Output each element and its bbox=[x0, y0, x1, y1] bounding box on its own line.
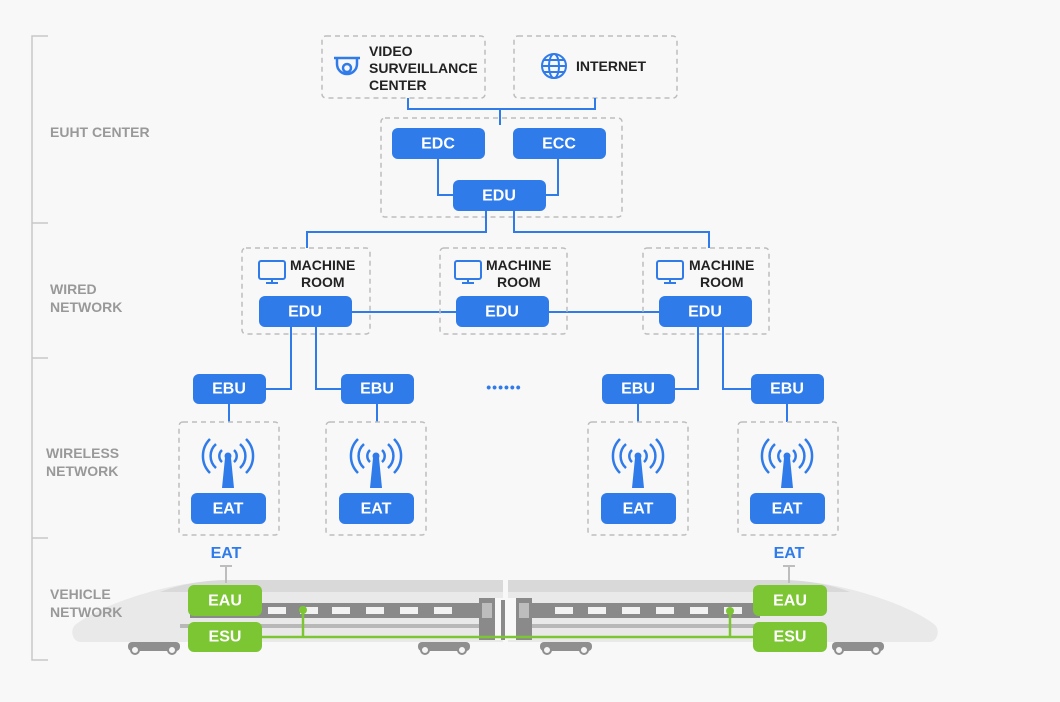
machine-room-2-title-2: ROOM bbox=[497, 274, 541, 290]
machine-room-1-title-2: ROOM bbox=[301, 274, 345, 290]
antenna-icon bbox=[611, 438, 665, 488]
section-label-vehicle-2: NETWORK bbox=[50, 604, 122, 620]
esu-left-label: ESU bbox=[209, 629, 242, 646]
vehicle-network-link bbox=[262, 610, 753, 639]
machine-room-1-title-1: MACHINE bbox=[290, 257, 355, 273]
machine-room-2-title-1: MACHINE bbox=[486, 257, 551, 273]
train-antenna-right bbox=[783, 565, 795, 583]
ebu-3-label: EBU bbox=[621, 381, 655, 398]
ebu-4-label: EBU bbox=[770, 381, 804, 398]
center-edu-node: EDU bbox=[453, 180, 546, 211]
center-connector bbox=[437, 159, 559, 196]
ebu-node-2: EBU bbox=[341, 374, 414, 404]
section-label-euht-center: EUHT CENTER bbox=[50, 124, 150, 140]
monitor-icon bbox=[454, 260, 482, 284]
machine-room-3-title-2: ROOM bbox=[700, 274, 744, 290]
ellipsis: •••••• bbox=[486, 379, 521, 395]
video-center-box bbox=[321, 35, 486, 99]
ebu-node-3: EBU bbox=[602, 374, 675, 404]
vehicle-node-dot bbox=[299, 606, 307, 614]
eat-unit-1: EAT bbox=[178, 421, 280, 536]
esu-node-left: ESU bbox=[188, 622, 262, 652]
eau-left-label: EAU bbox=[208, 593, 242, 610]
eat-unit-2: EAT bbox=[325, 421, 427, 536]
ebu-2-label: EBU bbox=[360, 381, 394, 398]
center-edu-label: EDU bbox=[482, 188, 516, 205]
antenna-icon bbox=[349, 438, 403, 488]
ecc-node: ECC bbox=[513, 128, 606, 159]
room3-to-ebu-connector bbox=[675, 327, 751, 390]
ebu-to-eat-connector bbox=[228, 404, 788, 422]
eat-unit-3: EAT bbox=[587, 421, 689, 536]
machine-room-3-title-1: MACHINE bbox=[689, 257, 754, 273]
esu-node-right: ESU bbox=[753, 622, 827, 652]
ebu-1-label: EBU bbox=[212, 381, 246, 398]
edc-node: EDC bbox=[392, 128, 485, 159]
video-center-label-1: VIDEO bbox=[369, 43, 413, 59]
video-center-label-2: SURVEILLANCE bbox=[369, 60, 478, 76]
train-eat-right-label: EAT bbox=[774, 545, 805, 562]
video-center-label-3: CENTER bbox=[369, 77, 427, 93]
machine-room-3-edu: EDU bbox=[688, 304, 722, 321]
internet-label: INTERNET bbox=[576, 58, 646, 74]
train-illustration bbox=[72, 580, 938, 655]
ebu-node-1: EBU bbox=[193, 374, 266, 404]
center-to-rooms-connector bbox=[306, 211, 710, 248]
machine-room-1-edu: EDU bbox=[288, 304, 322, 321]
machine-room-1: MACHINE ROOM EDU bbox=[241, 247, 371, 335]
monitor-icon bbox=[656, 260, 684, 284]
room1-to-ebu-connector bbox=[266, 327, 341, 390]
monitor-icon bbox=[258, 260, 286, 284]
ebu-node-4: EBU bbox=[751, 374, 824, 404]
section-label-vehicle-1: VEHICLE bbox=[50, 586, 111, 602]
top-connector bbox=[407, 98, 596, 125]
eat-1-label: EAT bbox=[213, 501, 244, 518]
camera-icon bbox=[334, 56, 360, 76]
eat-2-label: EAT bbox=[361, 501, 392, 518]
eat-4-label: EAT bbox=[772, 501, 803, 518]
section-label-wired-2: NETWORK bbox=[50, 299, 122, 315]
antenna-icon bbox=[201, 438, 255, 488]
machine-room-2-edu: EDU bbox=[485, 304, 519, 321]
section-label-wired-1: WIRED bbox=[50, 281, 97, 297]
esu-right-label: ESU bbox=[774, 629, 807, 646]
euht-center-box bbox=[380, 117, 623, 218]
machine-room-3: MACHINE ROOM EDU bbox=[642, 247, 770, 335]
eau-right-label: EAU bbox=[773, 593, 807, 610]
antenna-icon bbox=[760, 438, 814, 488]
train-antenna-left bbox=[220, 565, 232, 583]
ecc-label: ECC bbox=[542, 136, 576, 153]
machine-room-2: MACHINE ROOM EDU bbox=[439, 247, 568, 335]
eat-unit-4: EAT bbox=[737, 421, 839, 536]
train-eat-left-label: EAT bbox=[211, 545, 242, 562]
vehicle-node-dot bbox=[726, 607, 734, 615]
section-label-wireless-1: WIRELESS bbox=[46, 445, 119, 461]
eau-node-left: EAU bbox=[188, 585, 262, 616]
eau-node-right: EAU bbox=[753, 585, 827, 616]
edc-label: EDC bbox=[421, 136, 455, 153]
globe-icon bbox=[541, 53, 567, 79]
eat-3-label: EAT bbox=[623, 501, 654, 518]
section-bracket bbox=[31, 35, 48, 661]
section-label-wireless-2: NETWORK bbox=[46, 463, 118, 479]
